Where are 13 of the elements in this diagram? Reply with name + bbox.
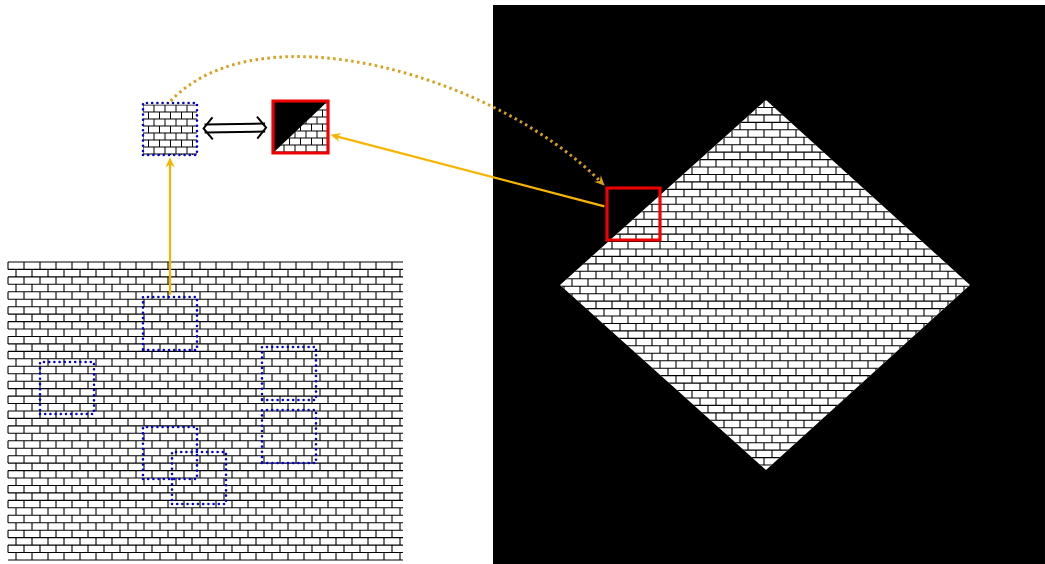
- brick-wall-drawing: [7, 261, 404, 561]
- dotted-square: [260, 345, 318, 402]
- arrow: [169, 55, 605, 186]
- rotated-brick-drawing: [493, 5, 1045, 564]
- dotted-square: [260, 408, 318, 465]
- dotted-square: [141, 425, 199, 481]
- highlight-square: [605, 186, 662, 242]
- half-dark-patch: [271, 99, 330, 155]
- dotted-square: [170, 450, 228, 506]
- dotted-square: [38, 360, 96, 416]
- brick-patch: [141, 101, 199, 157]
- arrow: [202, 115, 268, 141]
- dotted-square: [141, 295, 199, 352]
